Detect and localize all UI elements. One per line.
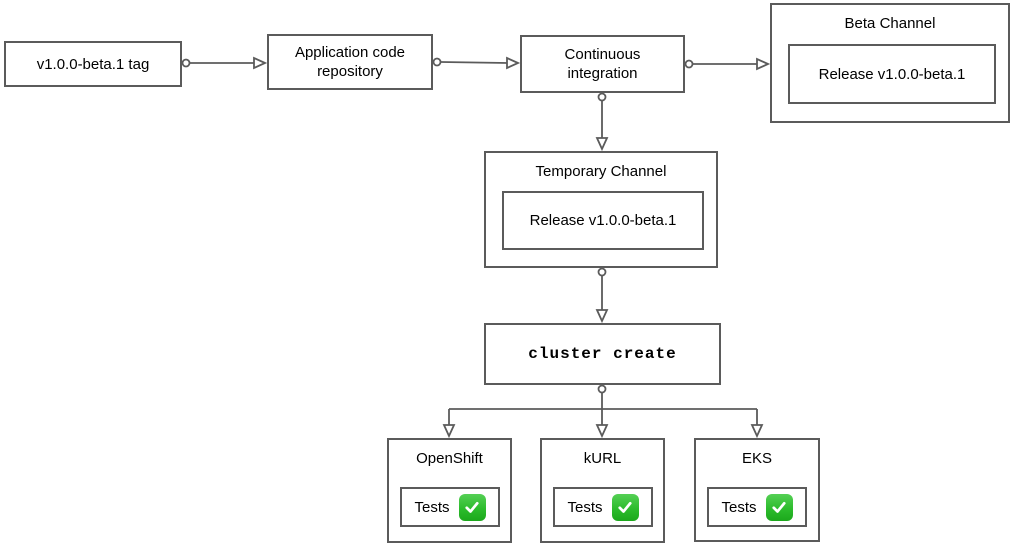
eks-title: EKS [741,450,772,467]
beta-channel-release-label: Release v1.0.0-beta.1 [818,65,966,83]
node-openshift: OpenShift Tests [387,438,512,543]
temporary-channel-release-box: Release v1.0.0-beta.1 [502,191,704,250]
edge-tag-to-repo [181,56,268,70]
check-mark-button-icon [458,493,486,521]
kurl-tests-label: Tests [567,498,603,516]
node-continuous-integration: Continuous integration [520,35,685,93]
edge-repo-to-ci [432,56,521,70]
continuous-integration-label: Continuous integration [564,46,641,82]
node-version-tag: v1.0.0-beta.1 tag [4,41,182,87]
node-kurl: kURL Tests [540,438,665,543]
node-beta-channel: Beta Channel Release v1.0.0-beta.1 [770,3,1010,123]
beta-channel-release-box: Release v1.0.0-beta.1 [788,44,996,104]
eks-tests-label: Tests [721,498,757,516]
openshift-title: OpenShift [416,450,483,467]
edge-cluster-create-to-clusters [442,384,764,439]
node-app-code-repository: Application code repository [267,34,433,90]
openshift-tests-label: Tests [414,498,450,516]
beta-channel-title: Beta Channel [844,15,936,32]
edge-ci-to-beta-channel [684,57,771,71]
temporary-channel-title: Temporary Channel [535,163,667,180]
kurl-tests-box: Tests [553,487,653,527]
kurl-title: kURL [583,450,622,467]
eks-tests-box: Tests [707,487,807,527]
cluster-create-label: cluster create [528,344,677,363]
version-tag-label: v1.0.0-beta.1 tag [36,55,150,73]
check-mark-button-icon [611,493,639,521]
node-temporary-channel: Temporary Channel Release v1.0.0-beta.1 [484,151,718,268]
edge-temp-channel-to-cluster-create [595,267,609,324]
edge-ci-to-temp-channel [595,92,609,152]
temporary-channel-release-label: Release v1.0.0-beta.1 [529,212,677,229]
app-code-repository-label: Application code repository [294,44,406,80]
openshift-tests-box: Tests [400,487,500,527]
check-mark-button-icon [765,493,793,521]
node-eks: EKS Tests [694,438,820,542]
node-cluster-create: cluster create [484,323,721,385]
